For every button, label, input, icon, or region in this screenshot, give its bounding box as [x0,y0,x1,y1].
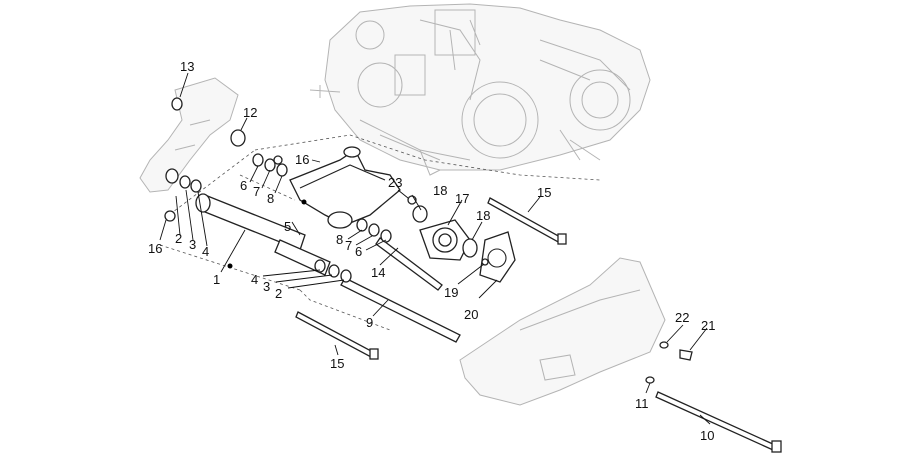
long-bolt-10 [655,391,782,453]
callout-16-upper: 16 [295,152,309,167]
callout-9: 9 [366,315,373,330]
callout-10: 10 [700,428,714,443]
callout-11: 11 [635,396,649,411]
callout-4-lower: 4 [251,272,258,287]
callout-23: 23 [388,175,402,190]
callout-20: 20 [464,307,478,322]
callout-6-lower: 6 [355,244,362,259]
right-body-panel-ghost [459,257,666,406]
axle-bolt-14 [375,237,443,291]
callout-22: 22 [675,310,689,325]
swing-arm-bracket [289,146,401,229]
reference-dot-upper [301,199,307,205]
callout-14: 14 [371,265,385,280]
callout-18-upper: 18 [433,183,447,198]
silent-block-mount-17 [419,219,471,261]
callout-16-lower: 16 [148,241,162,256]
callout-15-upper: 15 [537,185,551,200]
callout-8-lower: 8 [336,232,343,247]
callout-labels: 13 12 16 6 7 8 23 18 17 18 15 2 3 4 16 1… [148,59,715,443]
callout-4-left: 4 [202,244,209,259]
callout-8-upper: 8 [267,191,274,206]
callout-2-left: 2 [175,231,182,246]
callout-2-lower: 2 [275,286,282,301]
cover-plate-19-20 [479,231,516,283]
callout-19: 19 [444,285,458,300]
long-bolt-15-upper [487,197,567,245]
callout-3-left: 3 [189,237,196,252]
callout-1: 1 [213,272,220,287]
callout-13: 13 [180,59,194,74]
callout-5: 5 [284,219,291,234]
left-bracket-ghost [139,77,239,193]
engine-ghost-illustration [309,3,651,176]
callout-3-lower: 3 [263,279,270,294]
callout-21: 21 [701,318,715,333]
axle-bolt-9 [340,277,461,343]
callout-17: 17 [455,191,469,206]
callout-15-lower: 15 [330,356,344,371]
leader-lines [159,72,711,425]
callout-7-upper: 7 [253,184,260,199]
callout-7-lower: 7 [345,238,352,253]
callout-12: 12 [243,105,257,120]
callout-6-upper: 6 [240,178,247,193]
reference-dot-lower [227,263,233,269]
washers-and-bushings [164,97,693,384]
long-bolt-15-lower [295,311,379,360]
callout-18-lower: 18 [476,208,490,223]
